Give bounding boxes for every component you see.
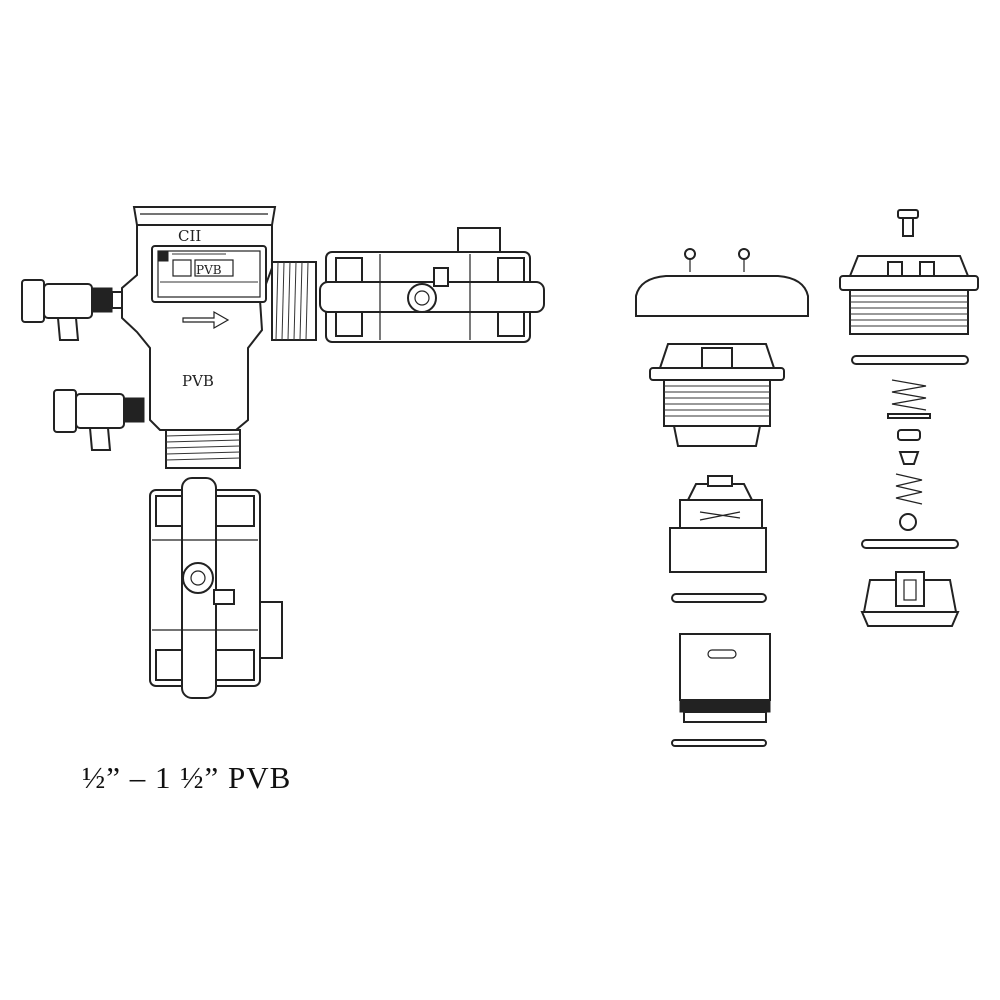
o-ring-4 — [861, 539, 959, 549]
bleed-screw — [897, 209, 919, 237]
body-label: PVB — [182, 372, 214, 390]
check-seat — [898, 451, 920, 465]
disc-holder — [897, 429, 921, 441]
flow-arrow-icon — [182, 310, 230, 330]
guide-sleeve — [679, 633, 771, 723]
right-thread — [275, 261, 309, 341]
diagram-caption: ½” – 1 ½” PVB — [82, 760, 292, 795]
canopy-cover — [635, 275, 809, 317]
spring-lower — [895, 473, 923, 505]
bottom-thread — [165, 433, 241, 461]
o-ring-3 — [851, 355, 969, 365]
approval-mark-icon — [157, 250, 169, 262]
ball-valve-horizontal — [319, 227, 545, 343]
pvb-body — [121, 206, 317, 469]
poppet-assembly — [669, 475, 767, 573]
o-ring-2 — [671, 739, 767, 747]
ball-valve-vertical — [149, 477, 283, 699]
o-ring-1 — [671, 593, 767, 603]
bonnet-assembly — [649, 343, 785, 447]
check-ball — [899, 513, 917, 531]
float-cage — [860, 571, 960, 627]
nameplate-label: PVB — [196, 263, 222, 277]
test-cock-upper — [21, 279, 123, 341]
test-cock-lower — [53, 389, 145, 451]
washer — [887, 413, 931, 419]
spring-upper — [891, 379, 927, 411]
bonnet-screws — [684, 248, 750, 272]
cap-assembly — [839, 255, 979, 335]
body-top-label: CII — [178, 227, 201, 245]
